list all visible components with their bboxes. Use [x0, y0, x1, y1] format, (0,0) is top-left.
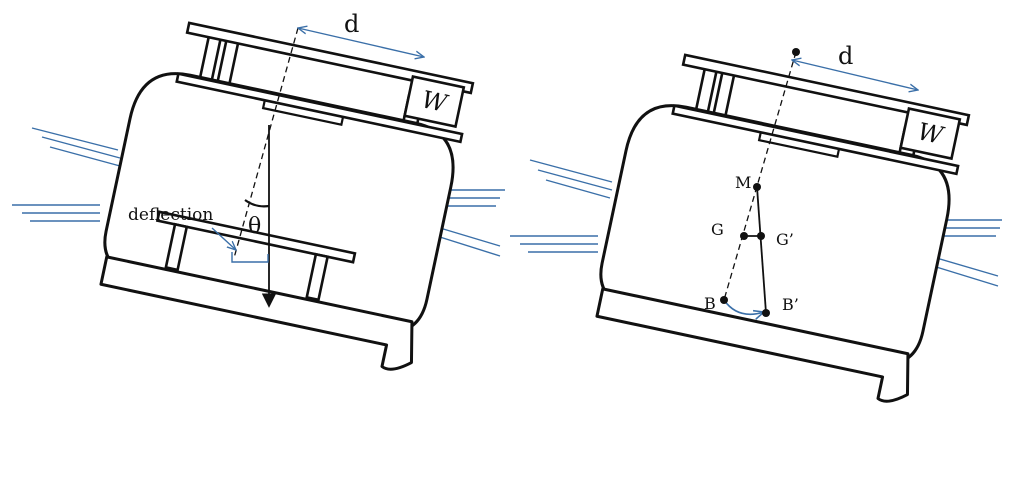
right-distance-line	[792, 60, 918, 90]
right-point-b	[720, 296, 728, 304]
right-point-bprime	[762, 309, 770, 317]
right-ship: W	[595, 53, 971, 403]
left-deflection-label: deflection	[128, 205, 213, 225]
left-keel	[99, 255, 414, 371]
right-label-g: G	[711, 220, 724, 239]
right-point-m	[753, 183, 761, 191]
left-lower-platform	[155, 210, 357, 264]
left-ship: W	[99, 21, 475, 371]
left-figure: W θ d deflection	[12, 10, 505, 371]
right-m-to-bprime-line	[756, 186, 767, 314]
left-distance-label: d	[344, 10, 359, 38]
right-keel	[595, 287, 910, 403]
right-weight-box	[899, 107, 962, 161]
right-water-lines	[510, 159, 1002, 287]
left-angle-label: θ	[248, 214, 261, 239]
right-label-b: B	[704, 294, 716, 313]
right-lower-deck-rail	[671, 104, 960, 176]
left-deflection-pointer	[211, 227, 236, 250]
left-lower-post-1	[164, 222, 189, 272]
right-label-bprime: B’	[782, 295, 799, 314]
left-lower-post-2	[305, 252, 330, 302]
right-point-gprime	[757, 232, 765, 240]
right-label-m: M	[735, 173, 751, 192]
left-deflection-bracket	[231, 252, 269, 263]
right-centerline	[723, 51, 797, 301]
left-weight-box	[403, 75, 466, 129]
left-lower-deck-rail	[175, 72, 464, 144]
left-distance-line	[298, 28, 424, 57]
right-top-point	[792, 48, 800, 56]
right-label-gprime: G’	[776, 230, 794, 249]
right-point-g	[740, 232, 748, 240]
right-figure: W d M G G’ B B’	[510, 42, 1002, 403]
left-angle-arc	[244, 199, 270, 208]
right-distance-label: d	[838, 42, 853, 70]
